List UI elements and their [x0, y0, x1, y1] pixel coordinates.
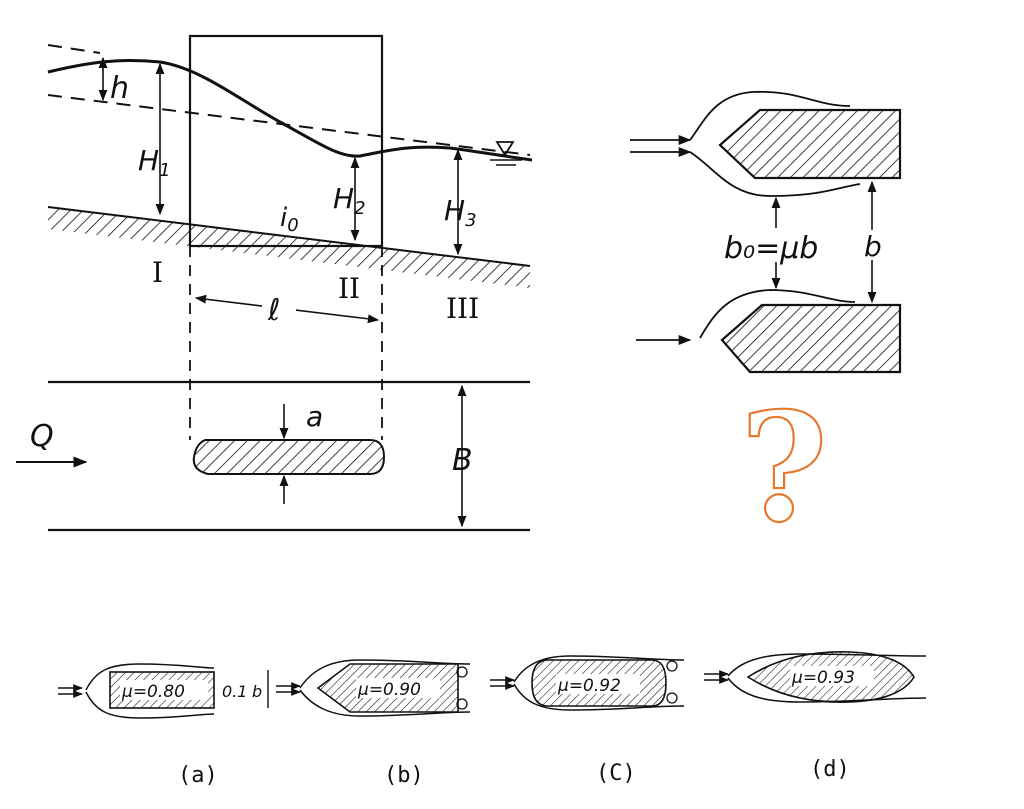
label-l: ℓ — [267, 293, 280, 328]
water-surface-curve — [47, 58, 533, 162]
section-II: II — [338, 272, 360, 305]
streamline-upper-top — [689, 90, 851, 141]
shape-b: μ=0.90 (b) — [276, 659, 471, 788]
shape-d: μ=0.93 (d) — [704, 651, 927, 782]
side-label-a: 0.1 — [222, 682, 247, 701]
label-H2: H2 — [333, 182, 366, 219]
shapes-row: μ=0.80 0.1 b (a) μ=0.90 (b) — [58, 651, 927, 788]
mu-c: μ=0.92 — [557, 676, 621, 696]
label-H1: H1 — [138, 144, 171, 181]
upstream-dashed-line — [47, 44, 101, 54]
streamline-upper-bottom — [689, 151, 861, 197]
mu-a: μ=0.80 — [121, 682, 185, 702]
mu-d: μ=0.93 — [791, 668, 855, 688]
label-a: a — [306, 400, 323, 433]
caption-d: (d) — [810, 757, 850, 782]
plan-section: a B Q — [16, 246, 530, 532]
upper-pier — [718, 108, 902, 180]
streamline-lower-top — [699, 289, 856, 339]
profile-section: h H1 H2 H3 i0 I II III ℓ — [47, 34, 533, 328]
channel-bed-hatch — [48, 207, 530, 288]
caption-a: (a) — [178, 763, 218, 788]
question-mark: ? — [740, 380, 828, 556]
label-h: h — [110, 71, 129, 106]
lower-pier — [720, 303, 902, 374]
contraction-detail: b₀=μb b — [630, 90, 902, 374]
side-b-a: b — [252, 682, 262, 701]
normal-depth-line — [47, 94, 531, 156]
label-B: B — [452, 443, 473, 478]
pier-plan — [192, 439, 386, 475]
channel-bed-line — [47, 206, 531, 267]
section-I: I — [152, 256, 163, 289]
label-b0-eq: b₀=μb — [724, 231, 818, 266]
shape-c: μ=0.92 (C) — [490, 655, 685, 786]
label-i0: i0 — [280, 203, 299, 236]
label-b: b — [864, 230, 882, 263]
mu-b: μ=0.90 — [357, 680, 421, 700]
water-level-symbol — [490, 141, 522, 166]
caption-b: (b) — [384, 763, 424, 788]
section-III: III — [446, 292, 479, 325]
shape-a: μ=0.80 0.1 b (a) — [58, 663, 269, 788]
caption-c: (C) — [596, 761, 636, 786]
label-Q: Q — [30, 419, 54, 454]
label-H3: H3 — [444, 194, 477, 231]
